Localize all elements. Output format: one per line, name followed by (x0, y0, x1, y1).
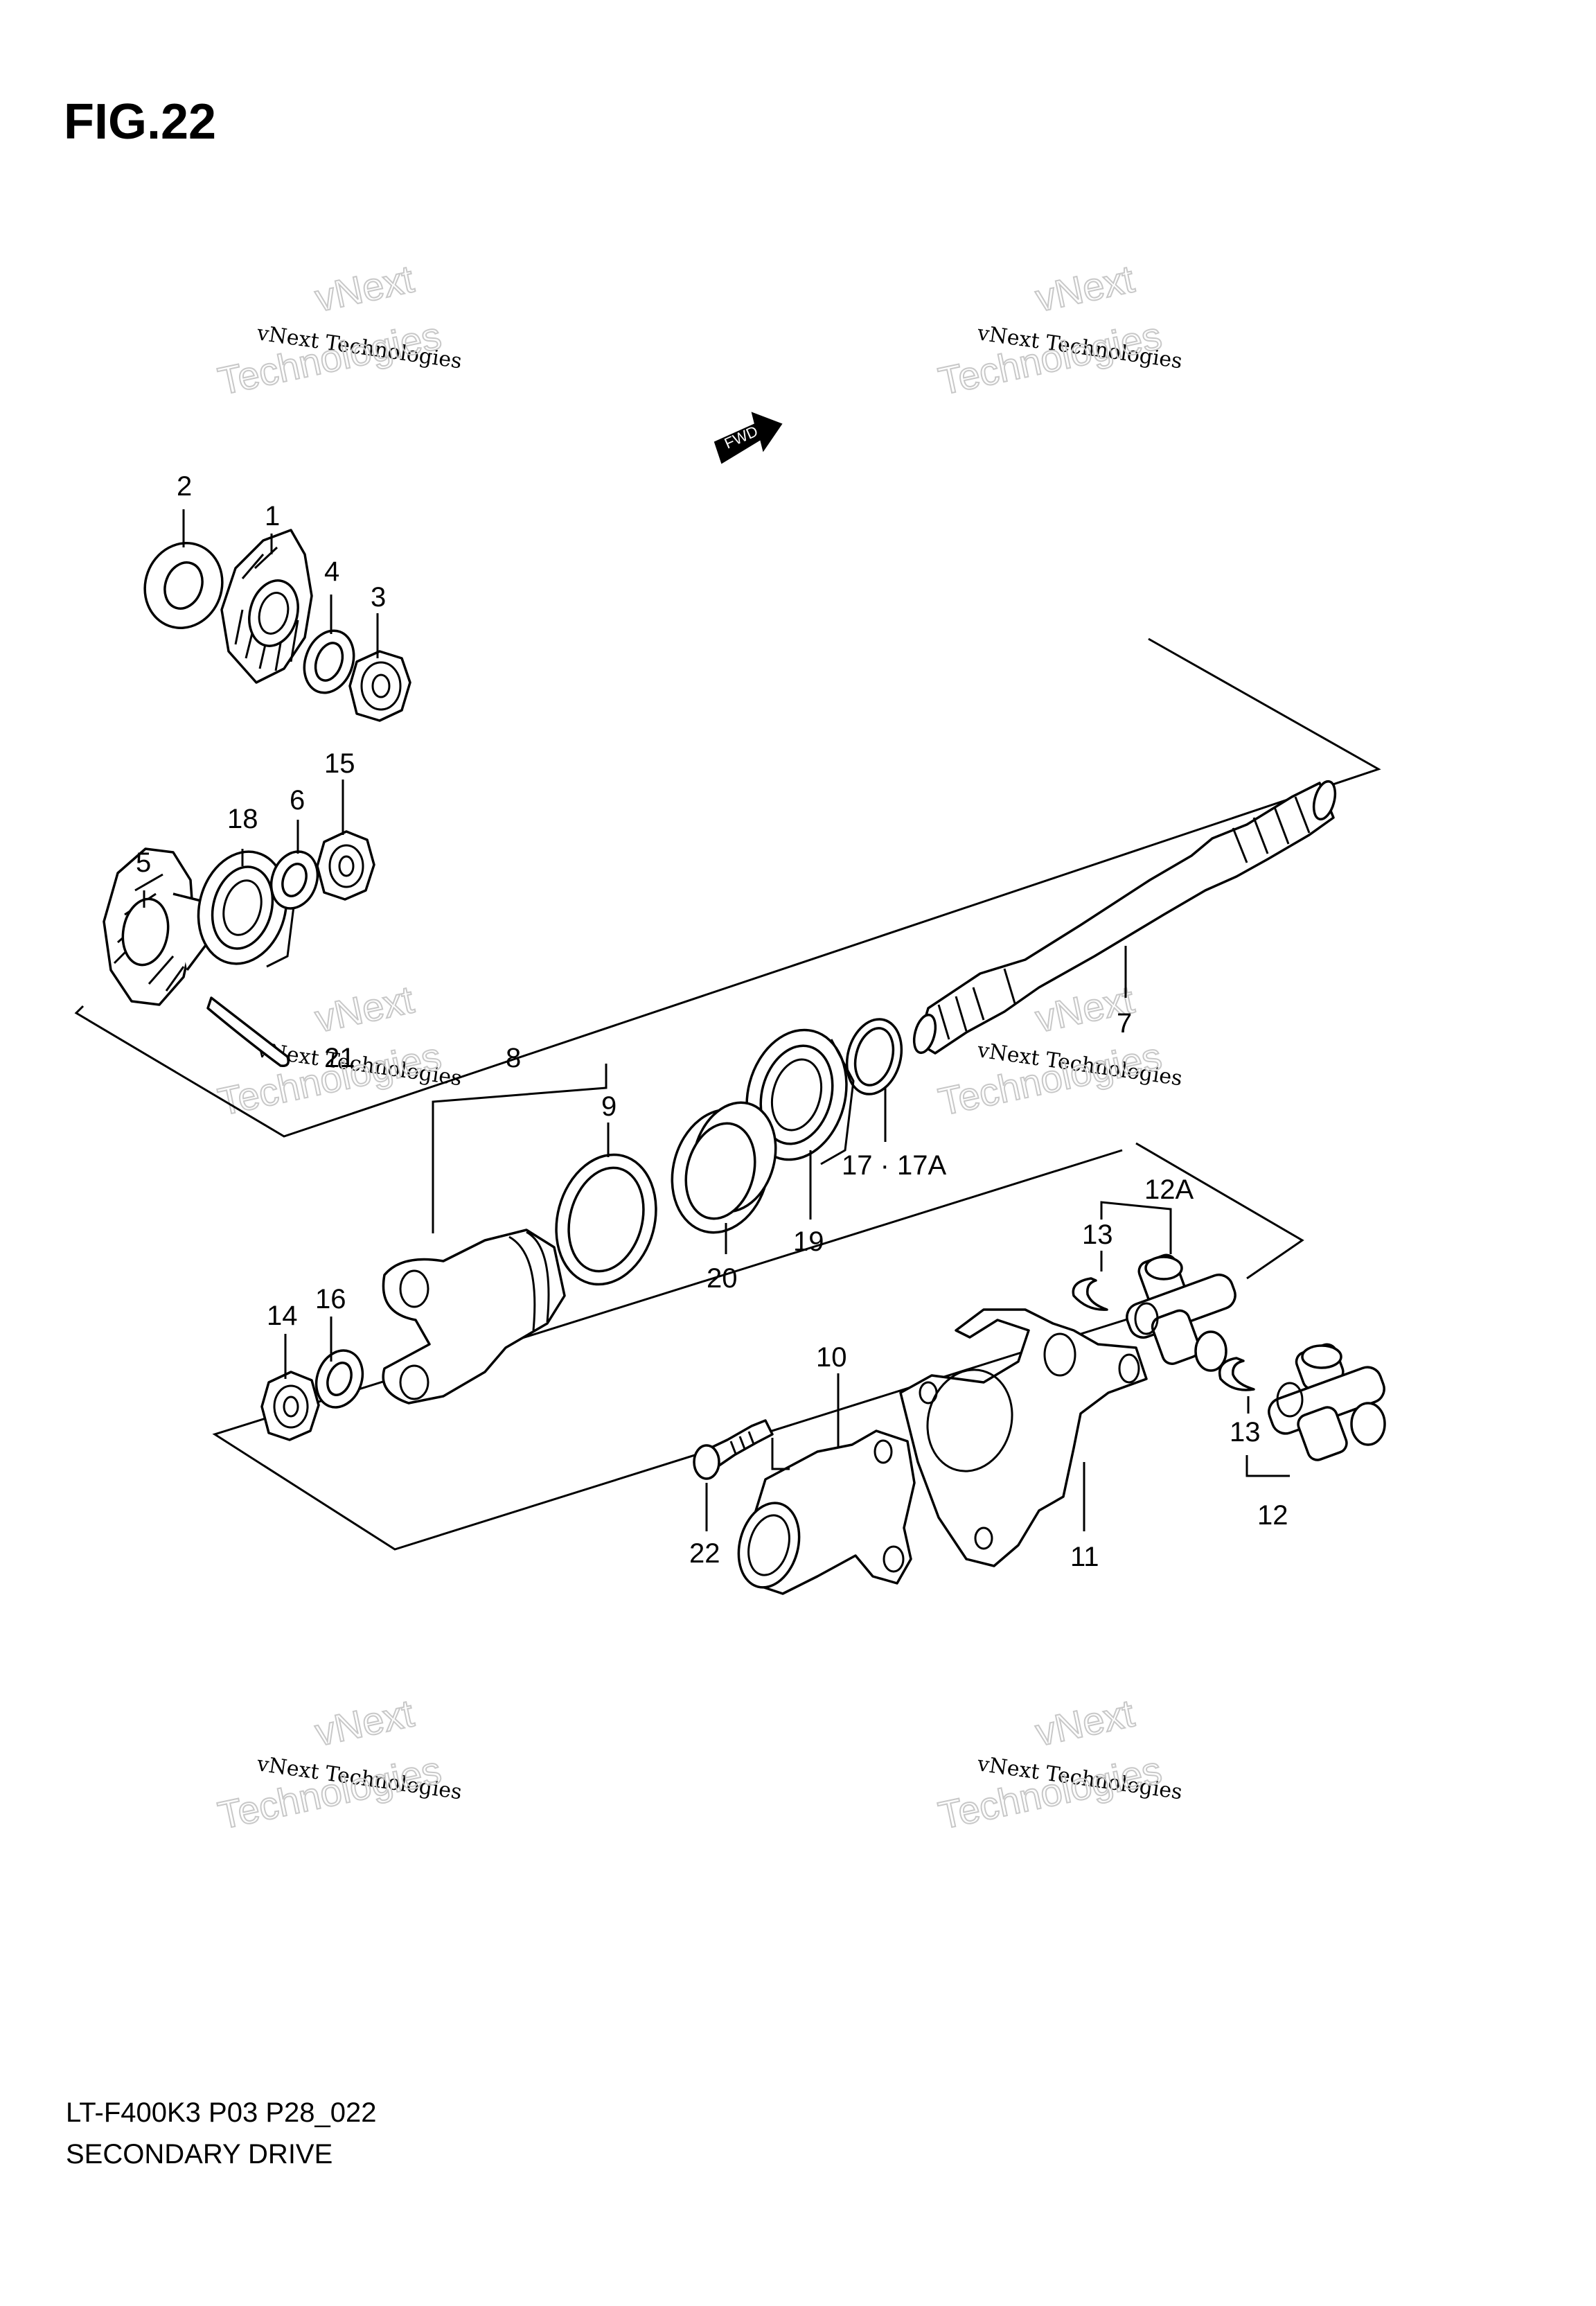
part-21-snap-ring (206, 996, 290, 1067)
callout-20: 20 (707, 1263, 738, 1294)
watermark-line1: vNext (311, 977, 418, 1040)
watermark-line3: Technologies (214, 313, 445, 403)
part-13-circlip-lower (1218, 1357, 1255, 1391)
callout-21: 21 (324, 1043, 355, 1073)
callout-22: 22 (689, 1538, 720, 1569)
callout-5: 5 (136, 847, 151, 878)
callout-18: 18 (227, 804, 258, 834)
part-1-bevel-gear (220, 529, 313, 684)
part-14-nut (260, 1371, 320, 1441)
part-12-spider (1268, 1343, 1386, 1461)
part-2-washer (143, 542, 224, 629)
callout-14: 14 (267, 1301, 298, 1331)
callout-15: 15 (324, 748, 355, 779)
watermark-bottom-right: vNext vNext Technologies Technologies (934, 1690, 1183, 1838)
callout-4: 4 (324, 556, 339, 587)
callout-7: 7 (1117, 1008, 1132, 1039)
watermark-bottom-left: vNext vNext Technologies Technologies (213, 1690, 463, 1838)
part-3-nut (348, 650, 411, 722)
part-8-yoke (382, 1229, 566, 1405)
part-13-circlip-upper (1072, 1277, 1108, 1311)
callout-10: 10 (816, 1342, 847, 1373)
watermark-line3: Technologies (934, 1748, 1165, 1838)
callout-6: 6 (290, 785, 305, 816)
leader-lines (143, 509, 1290, 1531)
part-11-yoke-flange (899, 1308, 1148, 1567)
callout-13-upper: 13 (1082, 1220, 1113, 1250)
callout-12: 12 (1257, 1500, 1288, 1531)
watermark-line1: vNext (1031, 1691, 1138, 1754)
watermark-line3: Technologies (214, 1748, 445, 1838)
callout-9: 9 (601, 1091, 617, 1122)
part-17-o-ring (845, 1018, 903, 1095)
watermark-top-left: vNext vNext Technologies Technologies (213, 256, 463, 403)
callout-13-lower: 13 (1230, 1417, 1261, 1447)
part-15-nut (316, 830, 375, 901)
watermark-line1: vNext (311, 1691, 418, 1754)
part-12a-spider (1126, 1253, 1236, 1372)
part-22-bolt (693, 1419, 774, 1480)
callout-12a: 12A (1144, 1174, 1194, 1205)
part-9-oil-seal (555, 1153, 657, 1286)
callout-3: 3 (371, 582, 386, 613)
group-frame-shaft (74, 637, 1381, 1138)
part-16-washer (314, 1349, 364, 1409)
figure-title: FIG.22 (64, 94, 216, 150)
part-20-boot (671, 1101, 777, 1234)
callout-19: 19 (793, 1226, 824, 1257)
fwd-arrow: FWD (713, 412, 783, 464)
callouts: 2 1 4 3 15 6 18 5 21 7 8 9 17 · 17A 19 2… (136, 471, 1288, 1572)
callout-8: 8 (506, 1043, 521, 1073)
model-code: LT-F400K3 P03 P28_022 (66, 2097, 376, 2128)
part-10-flange-housing (737, 1429, 916, 1595)
watermark-line1: vNext (1031, 256, 1138, 319)
callout-11: 11 (1070, 1542, 1099, 1572)
watermark-line1: vNext (311, 256, 418, 319)
callout-16: 16 (315, 1284, 346, 1314)
part-7-drive-shaft (912, 780, 1337, 1055)
part-5-ring-gear (103, 847, 209, 1006)
watermark-top-right: vNext vNext Technologies Technologies (934, 256, 1183, 403)
part-4-washer (303, 629, 355, 694)
callout-17: 17 · 17A (842, 1150, 947, 1181)
callout-2: 2 (177, 471, 192, 502)
callout-1: 1 (265, 501, 280, 531)
watermark-line3: Technologies (934, 1034, 1165, 1124)
part-6-washer (269, 850, 319, 910)
part-18-bearing (197, 850, 296, 968)
group-frame-driven (1135, 1142, 1304, 1280)
watermark-line3: Technologies (934, 313, 1165, 403)
section-name: SECONDARY DRIVE (66, 2139, 332, 2169)
